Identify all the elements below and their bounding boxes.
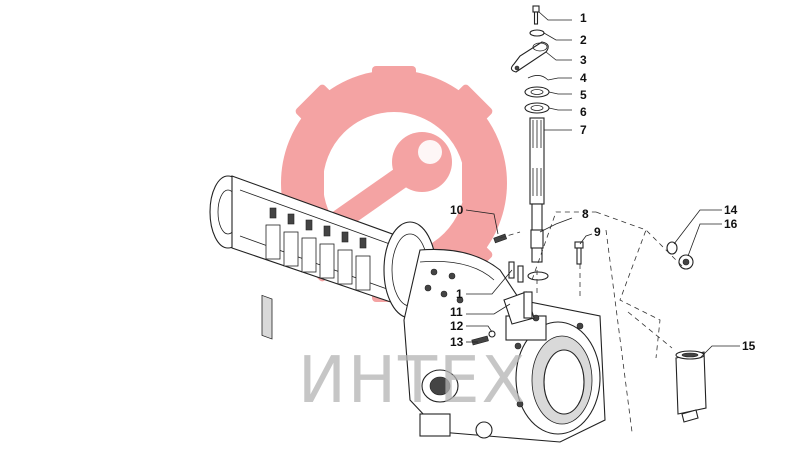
- callout-9: 9: [594, 225, 601, 239]
- sleeve-15: [675, 350, 707, 423]
- leader-lines: [465, 11, 740, 359]
- callout-8: 8: [582, 207, 589, 221]
- clip: [527, 75, 549, 81]
- callout-10: 10: [450, 203, 464, 217]
- bracket-11: [503, 291, 535, 325]
- callout-labels: 1 2 3 4 5 6 7 8 9 10 1 11 12 13 14 16 15: [450, 11, 756, 353]
- callout-7: 7: [580, 123, 587, 137]
- callout-2: 2: [580, 33, 587, 47]
- assembly-paths: [499, 211, 683, 433]
- screw-13: [471, 335, 489, 346]
- top-bolt: [532, 5, 540, 25]
- callout-5: 5: [580, 88, 587, 102]
- callout-6: 6: [580, 105, 587, 119]
- callout-4: 4: [580, 71, 587, 85]
- callout-11: 11: [450, 305, 463, 319]
- ball-12: [488, 330, 496, 338]
- callout-1-lower: 1: [456, 287, 463, 301]
- ring-5: [524, 86, 550, 98]
- bolts-1-lower: [508, 261, 524, 283]
- callout-3: 3: [580, 53, 587, 67]
- fitting-14-16: [666, 241, 694, 270]
- lever-arm: [510, 41, 549, 73]
- callout-13: 13: [450, 335, 464, 349]
- watermark-text: ИНТЕХ: [298, 344, 527, 418]
- callout-12: 12: [450, 319, 464, 333]
- shaft-assembly: [510, 5, 550, 281]
- callout-14: 14: [724, 203, 738, 217]
- washer: [529, 29, 545, 37]
- callout-15: 15: [742, 339, 756, 353]
- callout-1-top: 1: [580, 11, 587, 25]
- callout-16: 16: [724, 217, 738, 231]
- plug-9: [574, 241, 584, 265]
- splined-shaft: [529, 117, 545, 263]
- shaft-seal: [527, 271, 549, 281]
- ring-6: [524, 102, 550, 114]
- bolt-10: [493, 233, 508, 244]
